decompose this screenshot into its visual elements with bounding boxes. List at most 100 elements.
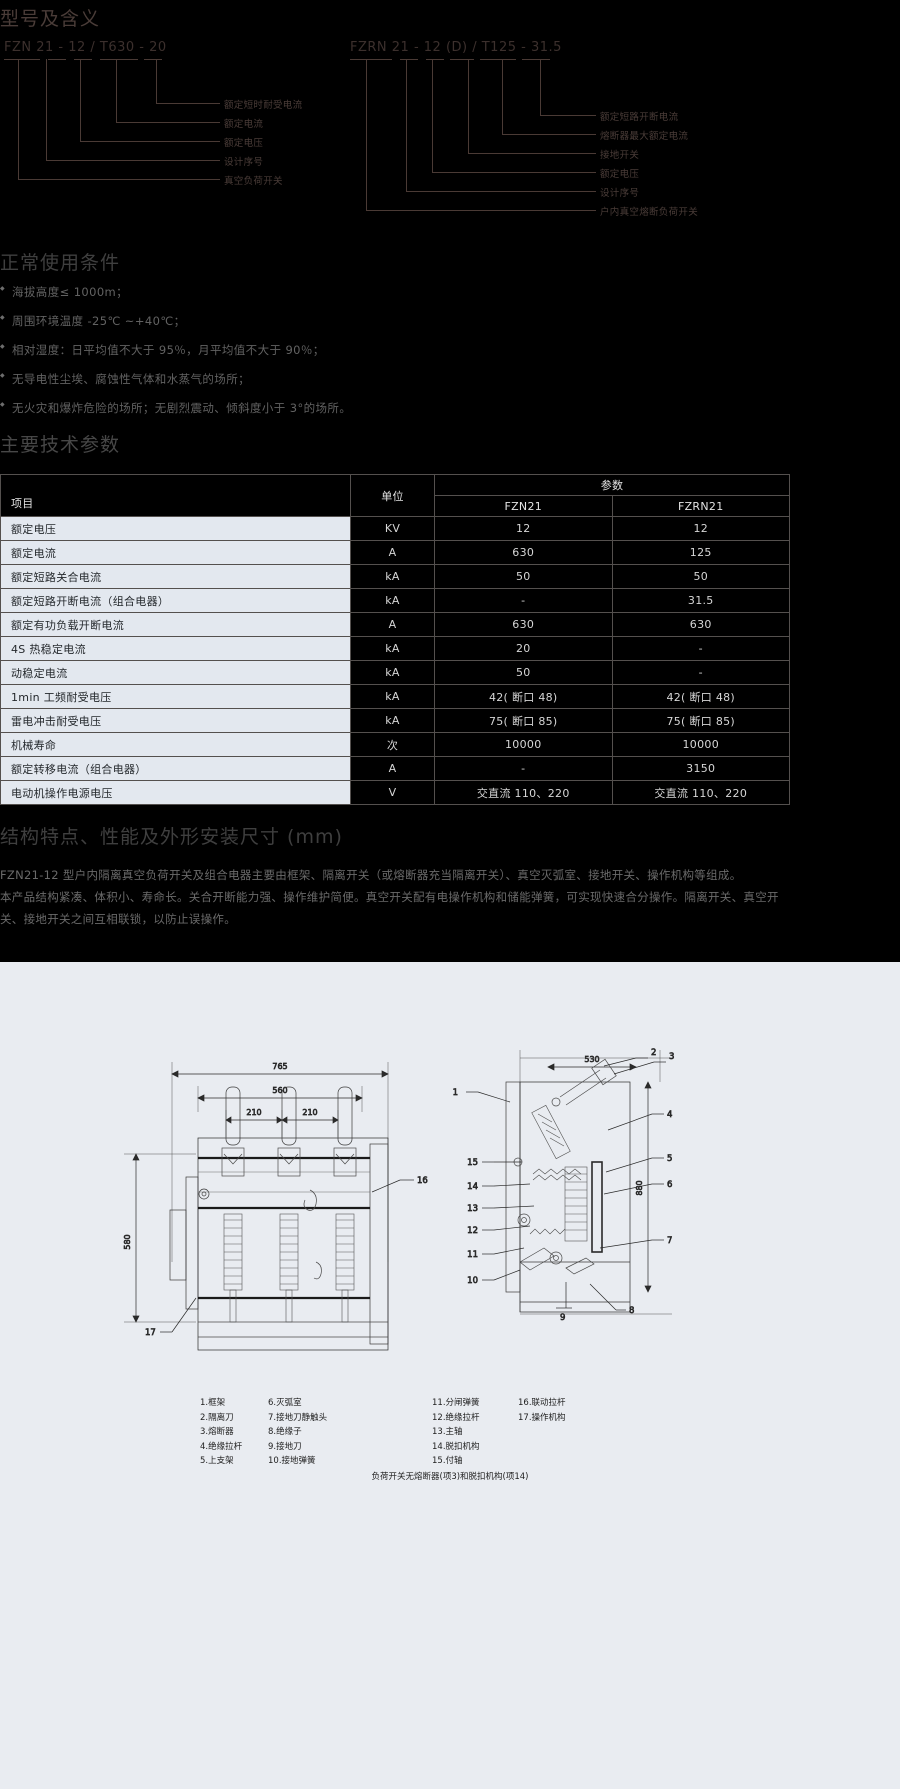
header-item: 项目 [0, 474, 351, 517]
leader-line [540, 59, 541, 115]
designation-label: 熔断器最大额定电流 [600, 131, 689, 142]
cell-item: 额定电流 [0, 540, 351, 565]
leader-line [116, 122, 220, 123]
leader-line [540, 115, 596, 116]
cell-unit: kA [350, 636, 435, 661]
header-col-fzn21: FZN21 [434, 495, 613, 517]
section-title-spec: 主要技术参数 [0, 434, 121, 456]
cell-item: 4S 热稳定电流 [0, 636, 351, 661]
callout-17: 17 [145, 1328, 156, 1338]
cell-item: 雷电冲击耐受电压 [0, 708, 351, 733]
code-underline [100, 59, 138, 60]
section-model-designation: 型号及含义 FZN 21 - 12 / T630 - 20 额定短时耐受电流 [0, 0, 900, 238]
leader-line [502, 134, 596, 135]
cell-unit: kA [350, 684, 435, 709]
cell-value-fzn21: 75( 断口 85) [434, 708, 613, 733]
cell-value-fzn21: - [434, 588, 613, 613]
cell-value-fzn21: 630 [434, 540, 613, 565]
dim-height: 580 [123, 1234, 132, 1249]
cell-value-fzrn21: 3150 [611, 756, 790, 781]
cell-unit: A [350, 612, 435, 637]
leader-line [80, 141, 220, 142]
callout-16: 16 [417, 1176, 428, 1186]
drawing-caption: 负荷开关无熔断器(项3)和脱扣机构(项14) [371, 1472, 529, 1482]
designation-label: 额定电压 [224, 138, 264, 149]
condition-item: 周围环境温度 -25℃ ~+40℃； [0, 313, 860, 329]
leader-line [156, 103, 220, 104]
cell-item: 额定有功负载开断电流 [0, 612, 351, 637]
cell-value-fzrn21: 42( 断口 48) [611, 684, 790, 709]
designation-label: 额定电压 [600, 169, 640, 180]
header-col-fzrn21: FZRN21 [611, 495, 790, 517]
code-underline [144, 59, 162, 60]
model-code-fzrn21: FZRN 21 - 12 (D) / T125 - 31.5 [350, 40, 562, 55]
leader-line [406, 59, 407, 191]
cell-value-fzn21: 42( 断口 48) [434, 684, 613, 709]
legend-item: 2.隔离刀 [200, 1412, 234, 1423]
code-underline [450, 59, 474, 60]
cell-unit: KV [350, 516, 435, 541]
legend-item: 3.熔断器 [200, 1427, 234, 1437]
callout-12: 12 [467, 1226, 478, 1236]
leader-line [116, 59, 117, 122]
cell-item: 额定短路关合电流 [0, 564, 351, 589]
legend-item: 8.绝缘子 [268, 1427, 302, 1437]
structure-paragraphs: FZN21-12 型户内隔离真空负荷开关及组合电器主要由框架、隔离开关（或熔断器… [0, 864, 780, 930]
spec-table-head: 项目 单位 参数 FZN21 FZRN21 [0, 474, 790, 517]
legend-item: 11.分闸弹簧 [432, 1398, 480, 1408]
cell-value-fzn21: 630 [434, 612, 613, 637]
cell-unit: A [350, 756, 435, 781]
designation-label: 设计序号 [600, 188, 640, 199]
dim-inner-width: 560 [272, 1086, 287, 1095]
legend-item: 1.框架 [200, 1398, 226, 1408]
designation-label: 接地开关 [600, 150, 640, 161]
callout-8: 8 [629, 1306, 634, 1316]
cell-value-fzn21: - [434, 756, 613, 781]
leader-line [366, 59, 367, 210]
callout-7: 7 [667, 1236, 672, 1246]
leader-line [156, 59, 157, 103]
callout-9: 9 [560, 1313, 565, 1323]
cell-unit: kA [350, 660, 435, 685]
callout-14: 14 [467, 1182, 478, 1192]
legend-item: 6.灭弧室 [268, 1398, 302, 1408]
cell-value-fzn21: 10000 [434, 732, 613, 757]
legend-item: 5.上支架 [200, 1456, 234, 1466]
legend-item: 13.主轴 [432, 1427, 463, 1437]
designation-label: 真空负荷开关 [224, 176, 283, 187]
cell-item: 动稳定电流 [0, 660, 351, 685]
designation-label: 额定短路开断电流 [600, 112, 679, 123]
callout-1: 1 [453, 1088, 458, 1098]
cell-value-fzrn21: - [611, 660, 790, 685]
leader-line [432, 59, 433, 172]
condition-item: 相对湿度：日平均值不大于 95％，月平均值不大于 90％； [0, 342, 860, 358]
leader-line [18, 59, 19, 179]
cell-value-fzn21: 50 [434, 564, 613, 589]
callout-11: 11 [467, 1250, 478, 1260]
structure-paragraph: 本产品结构紧凑、体积小、寿命长。关合开断能力强、操作维护简便。真空开关配有电操作… [0, 890, 779, 926]
dim-overall-width: 765 [272, 1062, 287, 1071]
condition-item: 无导电性尘埃、腐蚀性气体和水蒸气的场所； [0, 371, 860, 387]
cell-value-fzrn21: 630 [611, 612, 790, 637]
leader-line [468, 59, 469, 153]
cell-unit: kA [350, 588, 435, 613]
cell-unit: V [350, 780, 435, 805]
cell-unit: kA [350, 708, 435, 733]
cell-value-fzrn21: 50 [611, 564, 790, 589]
section-title-structure: 结构特点、性能及外形安装尺寸 (mm) [0, 826, 343, 848]
cell-item: 机械寿命 [0, 732, 351, 757]
callout-10: 10 [467, 1276, 478, 1286]
table-row: 额定转移电流（组合电器）A-3150 [0, 756, 790, 781]
cell-unit: 次 [350, 732, 435, 757]
legend-item: 17.操作机构 [518, 1412, 566, 1423]
section-title-model: 型号及含义 [0, 8, 101, 30]
designation-diagram-left: FZN 21 - 12 / T630 - 20 额定短时耐受电流 额定电流 额定… [4, 40, 424, 220]
